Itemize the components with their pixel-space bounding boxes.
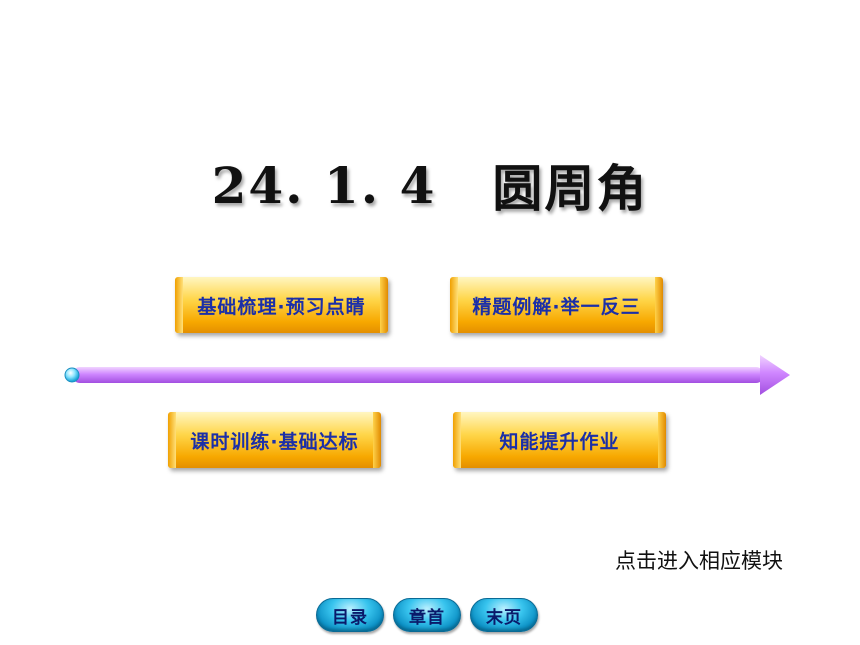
timeline-arrow-icon xyxy=(64,355,790,395)
contents-button-label: 目录 xyxy=(332,607,368,628)
module-button-homework[interactable]: 知能提升作业 xyxy=(453,412,666,468)
last-page-button-label: 末页 xyxy=(486,607,522,628)
module-button-label: 精题例解·举一反三 xyxy=(472,295,641,318)
chapter-start-button[interactable]: 章首 xyxy=(393,598,461,632)
slide-title: 24. 1. 4 圆周角 xyxy=(0,150,860,220)
hint-text: 点击进入相应模块 xyxy=(615,549,783,573)
module-button-label: 基础梳理·预习点睛 xyxy=(197,295,366,318)
last-page-button[interactable]: 末页 xyxy=(470,598,538,632)
module-button-class-practice[interactable]: 课时训练·基础达标 xyxy=(168,412,381,468)
module-button-examples[interactable]: 精题例解·举一反三 xyxy=(450,277,663,333)
contents-button[interactable]: 目录 xyxy=(316,598,384,632)
chapter-start-button-label: 章首 xyxy=(409,607,445,628)
section-number: 24. 1. 4 xyxy=(211,155,437,215)
bottom-navigation: 目录 章首 末页 xyxy=(316,598,538,634)
section-name: 圆周角 xyxy=(492,159,649,218)
module-button-basic-review[interactable]: 基础梳理·预习点睛 xyxy=(175,277,388,333)
module-button-label: 课时训练·基础达标 xyxy=(190,430,359,453)
module-button-label: 知能提升作业 xyxy=(499,430,620,453)
